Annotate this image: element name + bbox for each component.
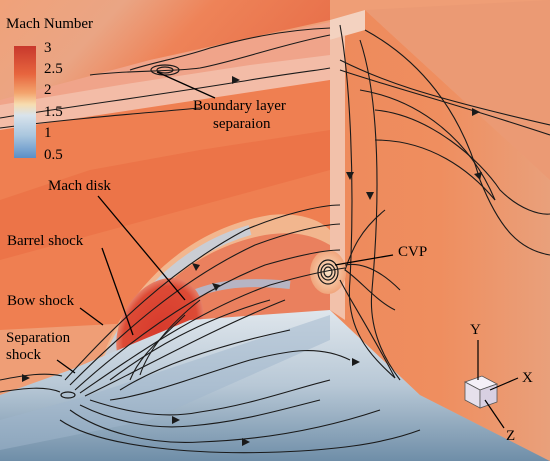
streamline-arrows [22,76,482,446]
label-separation-line1: Separation [6,330,71,346]
streamlines [0,24,550,454]
legend-tick-1: 1 [44,125,52,141]
axis-triad [464,340,519,429]
side-wall-top [365,0,550,180]
legend-tick-2: 2 [44,82,52,98]
label-bow-shock: Bow shock [7,293,75,309]
annotation-leaders [56,71,394,374]
axis-label-x: X [522,370,533,386]
separation-shock-vortex [60,391,76,399]
cvp-vortex-region [310,250,346,294]
side-wall [330,10,550,461]
legend-tick-0-5: 0.5 [44,147,63,163]
label-boundary-layer-line1: Boundary layer [193,98,286,114]
legend-title: Mach Number [6,16,94,32]
axis-label-z: Z [506,428,516,444]
legend-tick-2-5: 2.5 [44,61,63,77]
legend-tick-3: 3 [44,40,52,56]
inner-shock-region [105,233,330,395]
flow-band [0,130,330,260]
bottom-wall [0,310,550,461]
legend-colorbar [14,46,36,158]
label-mach-disk: Mach disk [48,178,111,194]
label-cvp: CVP [398,244,428,260]
label-separation-line2: shock [6,347,41,363]
legend-tick-1-5: 1.5 [44,104,63,120]
label-boundary-layer-line2: separaion [213,116,271,132]
axis-label-y: Y [470,322,481,338]
label-barrel-shock: Barrel shock [7,233,84,249]
